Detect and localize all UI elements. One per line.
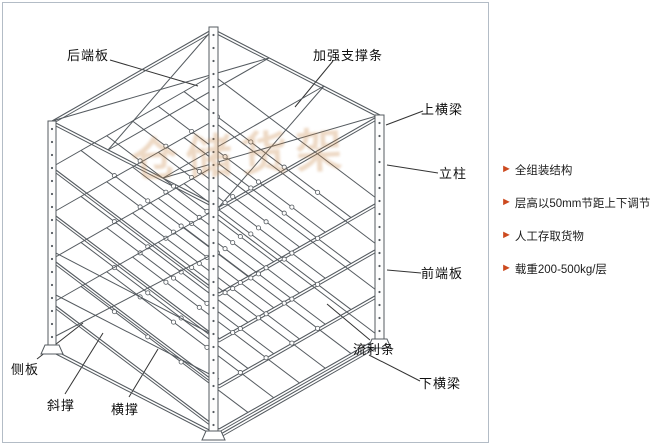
rack-diagram-panel: 仓储货架 后端板 加强支撑条 上横梁 立柱 前端板 流利条 下横梁 侧板 斜撑 … — [2, 2, 489, 443]
feature-text: 人工存取货物 — [514, 231, 584, 243]
feature-text: 层高以50mm节距上下调节 — [514, 198, 651, 210]
leader-line-horizontal-brace — [128, 348, 159, 398]
bullet-arrow-icon: ► — [501, 163, 512, 175]
label-flow-rail: 流利条 — [353, 342, 396, 357]
label-reinforcing-support-bar: 加强支撑条 — [313, 48, 384, 63]
feature-text: 全组装结构 — [514, 165, 573, 177]
label-upper-beam: 上横梁 — [421, 102, 464, 117]
label-front-end-plate: 前端板 — [421, 266, 464, 281]
feature-item: ► 载重200-500kg/层 — [501, 261, 650, 277]
bullet-arrow-icon: ► — [501, 229, 512, 241]
leader-line-front-end-plate — [386, 269, 422, 274]
leader-line-upright-column — [386, 164, 439, 174]
label-upright-column: 立柱 — [439, 166, 468, 181]
flow-rack-isometric-drawing — [36, 26, 439, 441]
label-rear-end-plate: 后端板 — [67, 48, 110, 63]
label-lower-beam: 下横梁 — [419, 376, 462, 391]
bullet-arrow-icon: ► — [501, 262, 512, 274]
bullet-arrow-icon: ► — [501, 196, 512, 208]
leader-line-rear-end-plate — [109, 59, 199, 87]
label-horizontal-brace: 横撑 — [111, 402, 140, 417]
leader-line-upper-beam — [385, 110, 424, 126]
leader-lines — [36, 59, 439, 398]
feature-item: ► 层高以50mm节距上下调节 — [501, 195, 650, 211]
label-side-plate: 侧板 — [11, 362, 40, 377]
feature-item: ► 人工存取货物 — [501, 228, 650, 244]
feature-text: 载重200-500kg/层 — [514, 264, 607, 276]
leader-line-lower-beam — [368, 354, 421, 382]
feature-list: ► 全组装结构 ► 层高以50mm节距上下调节 ► 人工存取货物 ► 载重200… — [501, 162, 650, 294]
feature-item: ► 全组装结构 — [501, 162, 650, 178]
leader-line-flow-rail — [326, 303, 371, 341]
label-diagonal-brace: 斜撑 — [47, 398, 76, 413]
leader-line-diagonal-brace — [64, 332, 104, 395]
